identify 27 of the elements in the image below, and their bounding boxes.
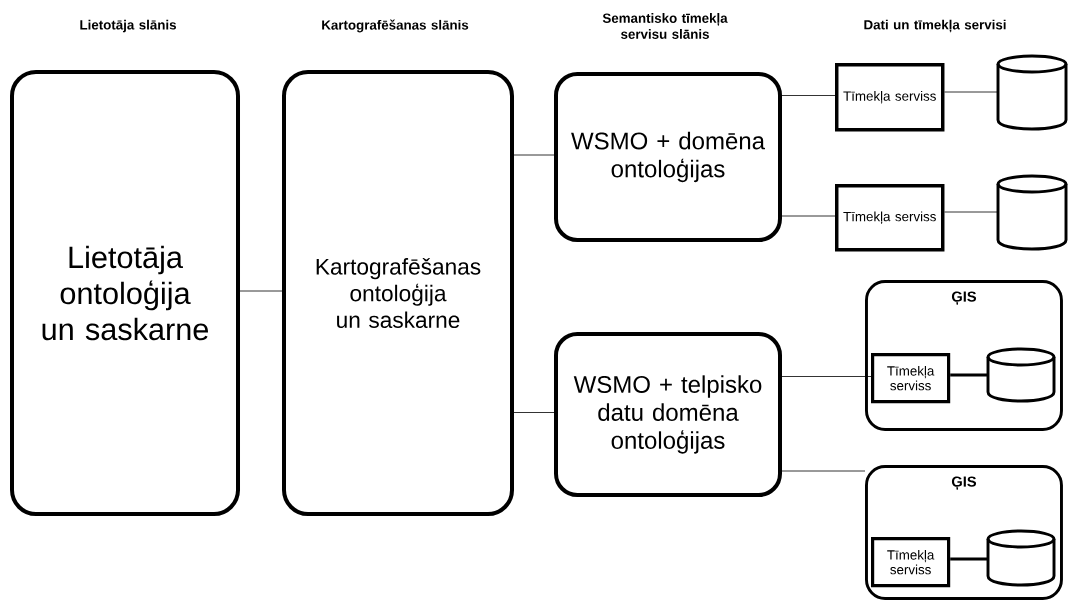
cylinder-shape [986, 529, 1056, 587]
layer-box: Lietotāja ontoloģija un saskarne [10, 70, 240, 516]
layer-heading: Lietotāja slānis [80, 19, 176, 33]
connector-line [781, 470, 866, 472]
service-box: Tīmekļa serviss [835, 63, 945, 132]
layer-heading: Kartografēšanas slānis [322, 19, 469, 33]
connector-line [944, 211, 999, 213]
connector-line [513, 154, 555, 156]
connector-line [513, 412, 555, 413]
connector-line [950, 373, 988, 377]
service-box: Tīmekļa serviss [835, 184, 945, 252]
connector-line [781, 95, 836, 96]
layer-box: WSMO + domēna ontoloģijas [554, 72, 782, 242]
layer-box: WSMO + telpisko datu domēna ontoloģijas [554, 332, 782, 497]
cylinder-shape [986, 347, 1056, 403]
service-box: Tīmekļa serviss [871, 353, 951, 404]
connector-line [781, 376, 872, 377]
connector-line [944, 91, 999, 93]
service-box: Tīmekļa serviss [871, 537, 951, 588]
layer-heading: Dati un tīmekļa servisi [864, 19, 1006, 33]
connector-line [781, 215, 836, 217]
connector-line [950, 557, 988, 561]
cylinder-shape [996, 54, 1068, 131]
cylinder-shape [996, 174, 1068, 251]
connector-line [239, 290, 283, 292]
layer-heading: Semantisko tīmekļa servisu slānis [602, 13, 728, 39]
layer-box: Kartografēšanas ontoloģija un saskarne [282, 70, 514, 516]
